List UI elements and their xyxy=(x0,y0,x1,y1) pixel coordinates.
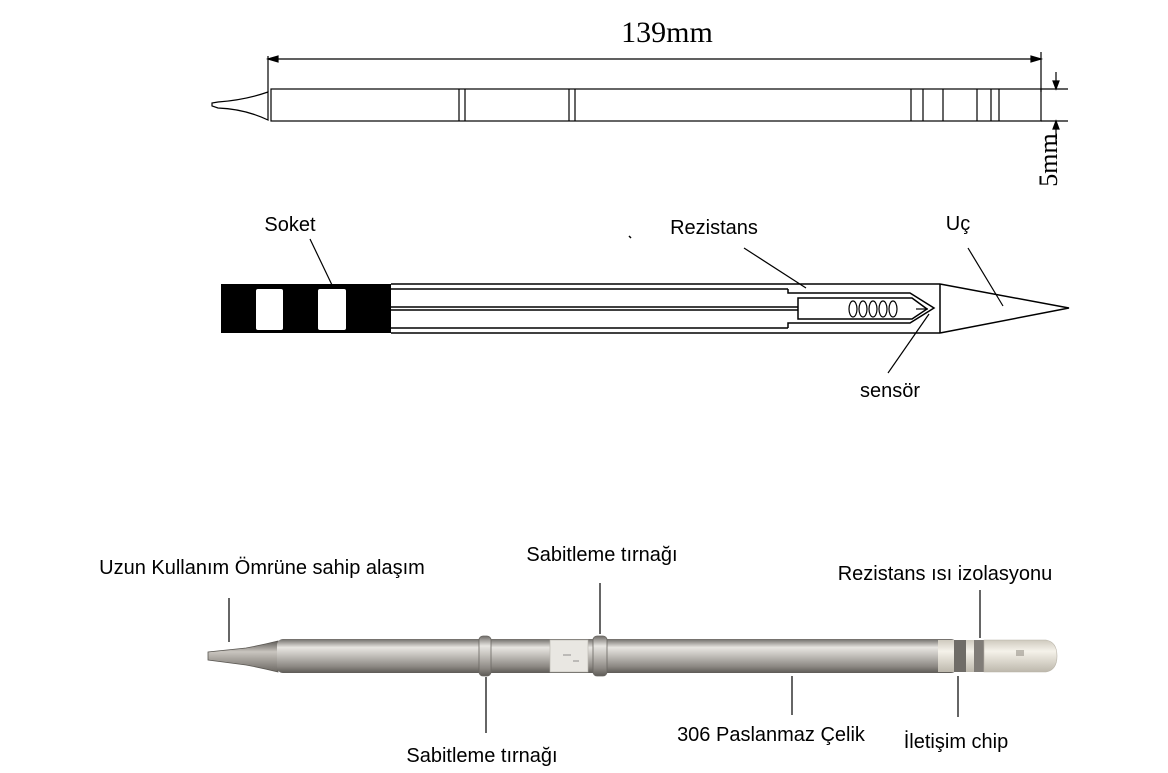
dimension-drawing xyxy=(211,52,1068,144)
alloy-tip-shape xyxy=(207,640,279,673)
label-band xyxy=(549,639,589,673)
tip-photo xyxy=(207,583,1058,733)
steel-shaft-shape xyxy=(277,639,957,673)
tip-outline xyxy=(211,91,269,121)
socket-window-2 xyxy=(318,289,346,330)
socket-leader xyxy=(309,238,333,286)
length-label: 139mm xyxy=(621,16,713,49)
length-arrow-left xyxy=(265,55,279,63)
tip-leader xyxy=(967,247,1004,307)
fixing-ring-right xyxy=(592,635,608,677)
heater-chamber xyxy=(797,297,929,320)
socket-band xyxy=(221,284,391,333)
shaft-outline xyxy=(270,88,1042,122)
fixing-tab-bottom-label: Sabitleme tırnağı xyxy=(406,745,557,767)
heater-coil xyxy=(848,300,898,318)
fixing-ring-left xyxy=(478,635,492,677)
insulation-ring-1 xyxy=(938,640,954,672)
length-arrow-right xyxy=(1030,55,1044,63)
fixing-tab-top-label: Sabitleme tırnağı xyxy=(526,544,677,566)
cross-section-drawing xyxy=(221,235,1070,374)
resistor-label: Rezistans xyxy=(670,217,758,239)
steel-label: 306 Paslanmaz Çelik xyxy=(677,724,866,746)
socket-window-1 xyxy=(256,289,283,330)
sensor-label: sensör xyxy=(860,380,920,402)
chip-band xyxy=(954,640,966,672)
alloy-label: Uzun Kullanım Ömrüne sahip alaşım xyxy=(99,557,425,579)
diameter-label: 5mm xyxy=(1034,133,1063,186)
resistor-leader xyxy=(743,247,807,289)
insulation-label: Rezistans ısı izolasyonu xyxy=(838,563,1053,585)
socket-label: Soket xyxy=(264,214,316,236)
chip-label: İletişim chip xyxy=(904,730,1008,753)
tip-label: Uç xyxy=(946,213,970,235)
tip-cone xyxy=(939,283,1070,334)
sensor-leader xyxy=(887,313,930,374)
